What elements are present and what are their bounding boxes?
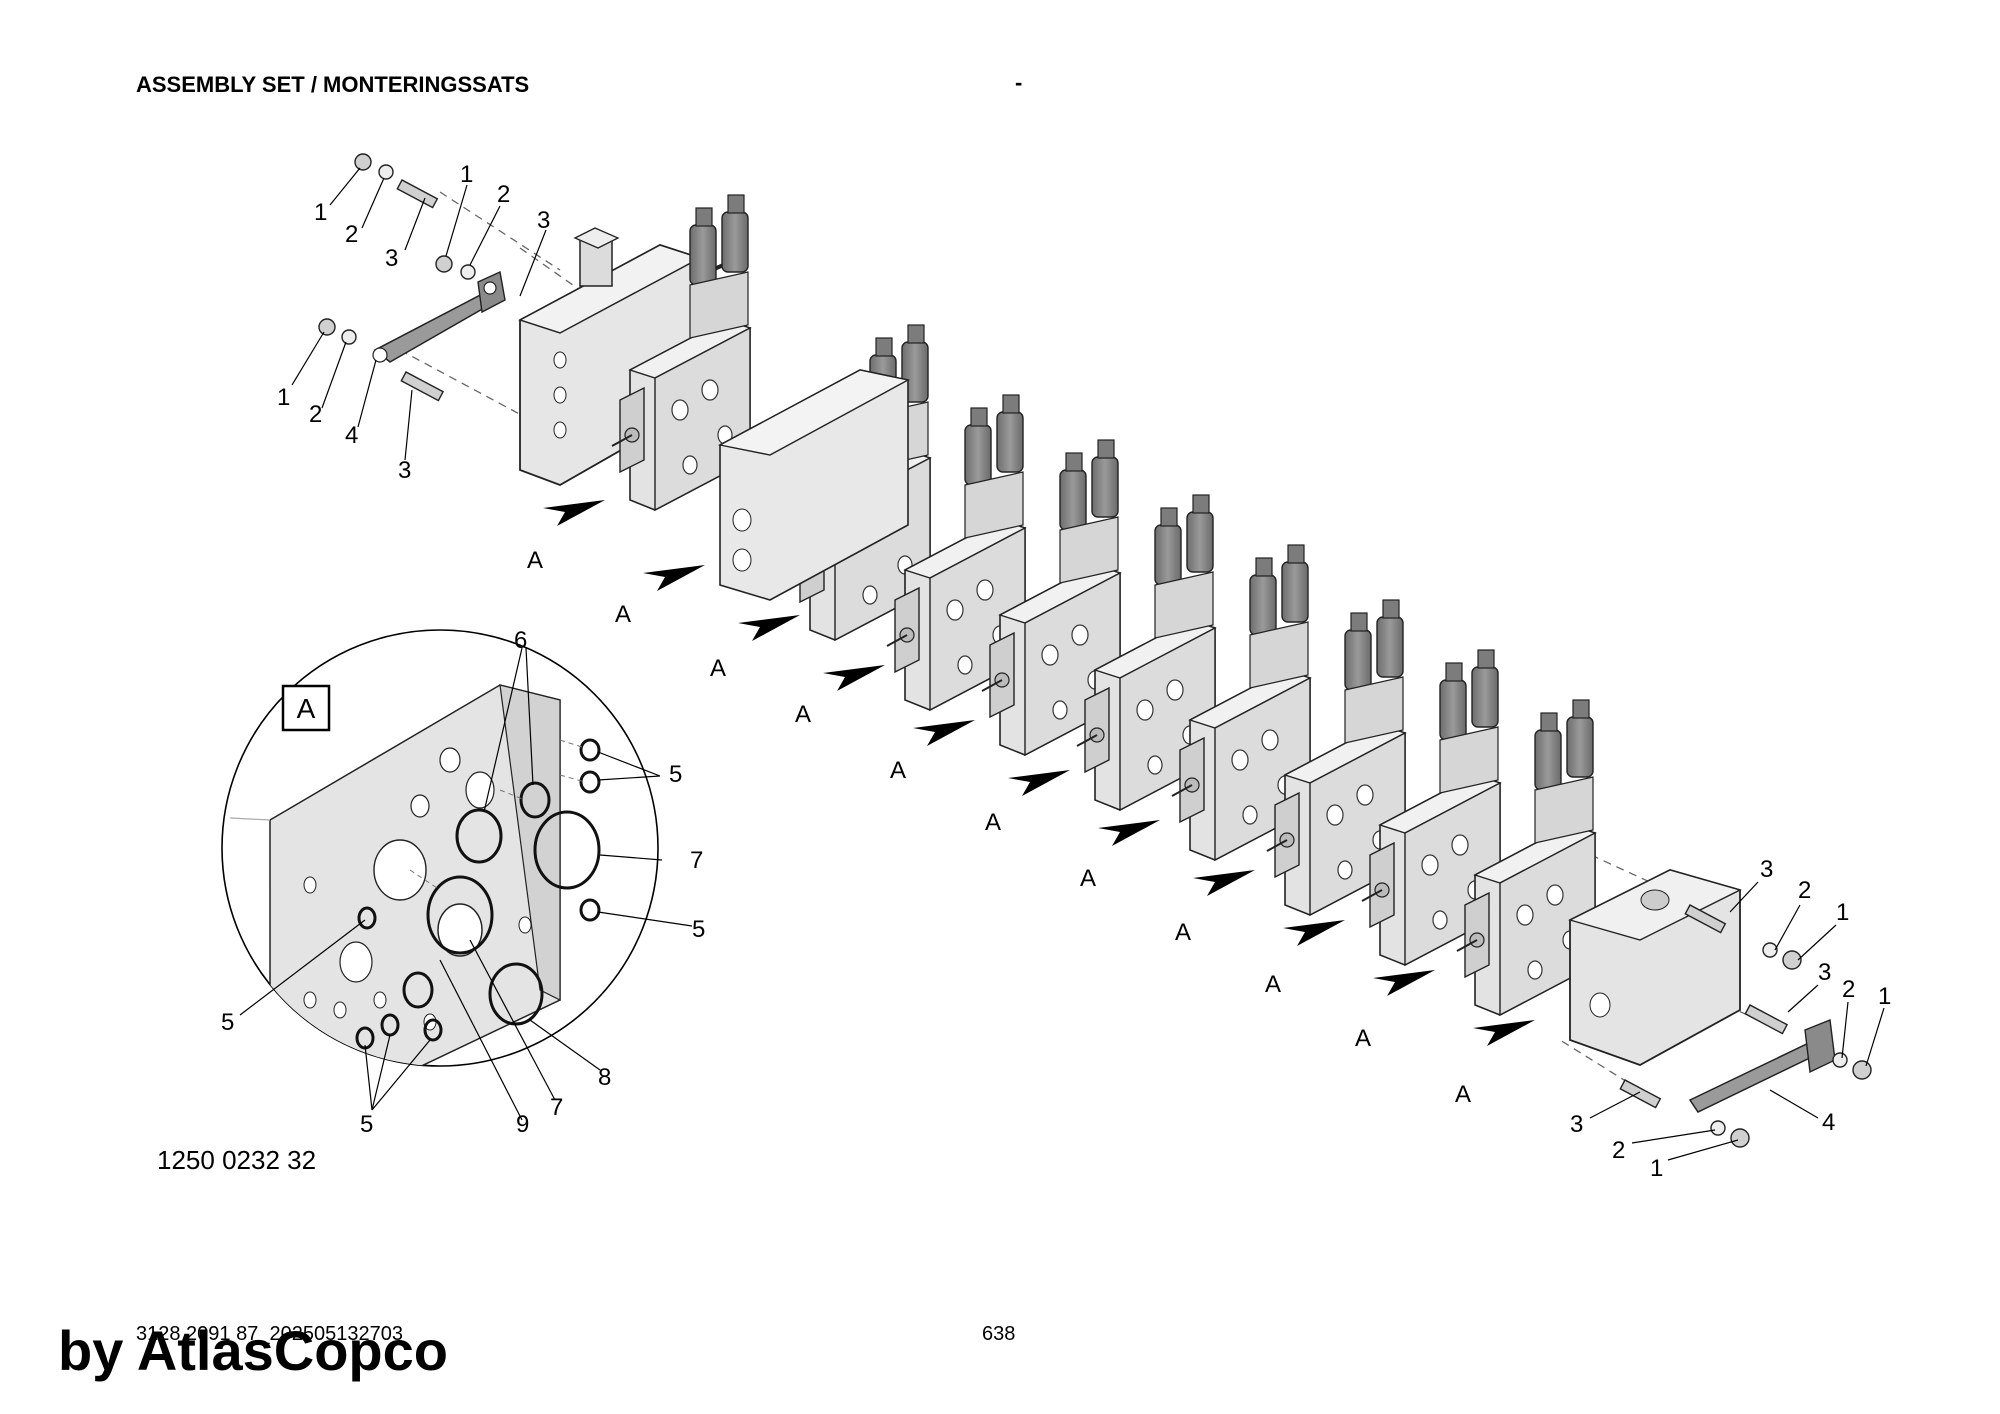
callout-number: 2	[497, 181, 510, 208]
view-marker-label: A	[1265, 971, 1281, 998]
view-marker-label: A	[527, 547, 543, 574]
callout-number: 3	[1818, 959, 1831, 986]
callout-number: 3	[537, 207, 550, 234]
page-number: 638	[982, 1323, 1016, 1345]
callout-number: 2	[1842, 976, 1855, 1003]
callout-number: 2	[1798, 877, 1811, 904]
callout-number: 4	[1822, 1109, 1835, 1136]
view-marker-label: A	[985, 809, 1001, 836]
callout-number: 6	[514, 627, 527, 654]
callout-number: 1	[1878, 983, 1891, 1010]
detail-box-label: A	[297, 693, 316, 724]
callout-number: 5	[692, 916, 705, 943]
callout-number: 7	[690, 847, 703, 874]
view-arrow-labels: A A A A A A A A A A A	[527, 547, 1471, 1108]
right-callouts: 3 2 1 3 2 1 3 2 1 4	[1570, 856, 1891, 1182]
left-callouts: 1 2 3 1 2 3 1 2 4 3	[277, 161, 550, 484]
callout-number: 9	[516, 1111, 529, 1138]
detail-view-a: A	[221, 629, 659, 1067]
callout-number: 2	[309, 401, 322, 428]
right-mounting-bracket	[1688, 1019, 1836, 1113]
callout-number: 1	[314, 199, 327, 226]
brand-watermark: by AtlasCopco	[58, 1319, 448, 1382]
right-fasteners	[1619, 904, 1872, 1148]
page-title: ASSEMBLY SET / MONTERINGSSATS	[136, 72, 530, 97]
view-marker-label: A	[1355, 1025, 1371, 1052]
valve-section-stack	[611, 194, 1596, 1016]
view-marker-label: A	[1080, 865, 1096, 892]
callout-number: 1	[1650, 1155, 1663, 1182]
view-marker-label: A	[795, 701, 811, 728]
callout-number: 5	[360, 1111, 373, 1138]
callout-number: 3	[1570, 1111, 1583, 1138]
right-callout-leaders	[1589, 881, 1885, 1161]
document-id: 3128 2091 87_202505132703	[136, 1323, 403, 1345]
view-marker-label: A	[1175, 919, 1191, 946]
callout-number: 5	[669, 761, 682, 788]
left-callout-leaders	[291, 167, 547, 461]
title-dash: -	[1015, 70, 1023, 95]
callout-number: 3	[385, 245, 398, 272]
view-marker-label: A	[1455, 1081, 1471, 1108]
callout-number: 1	[460, 161, 473, 188]
left-fasteners	[318, 153, 476, 402]
callout-number: 4	[345, 422, 358, 449]
part-number: 1250 0232 32	[157, 1145, 317, 1175]
callout-number: 1	[1836, 899, 1849, 926]
callout-number: 8	[598, 1064, 611, 1091]
callout-number: 1	[277, 384, 290, 411]
left-mounting-bracket	[372, 270, 506, 363]
view-marker-label: A	[615, 601, 631, 628]
callout-number: 3	[398, 457, 411, 484]
view-marker-label: A	[890, 757, 906, 784]
callout-number: 2	[1612, 1137, 1625, 1164]
callout-number: 2	[345, 221, 358, 248]
callout-number: 3	[1760, 856, 1773, 883]
view-marker-label: A	[710, 655, 726, 682]
detail-callouts: 6 5 7 5 5 5 9 7 8	[221, 627, 705, 1138]
detail-callout-leaders	[239, 647, 693, 1121]
callout-number: 7	[550, 1094, 563, 1121]
callout-number: 5	[221, 1009, 234, 1036]
